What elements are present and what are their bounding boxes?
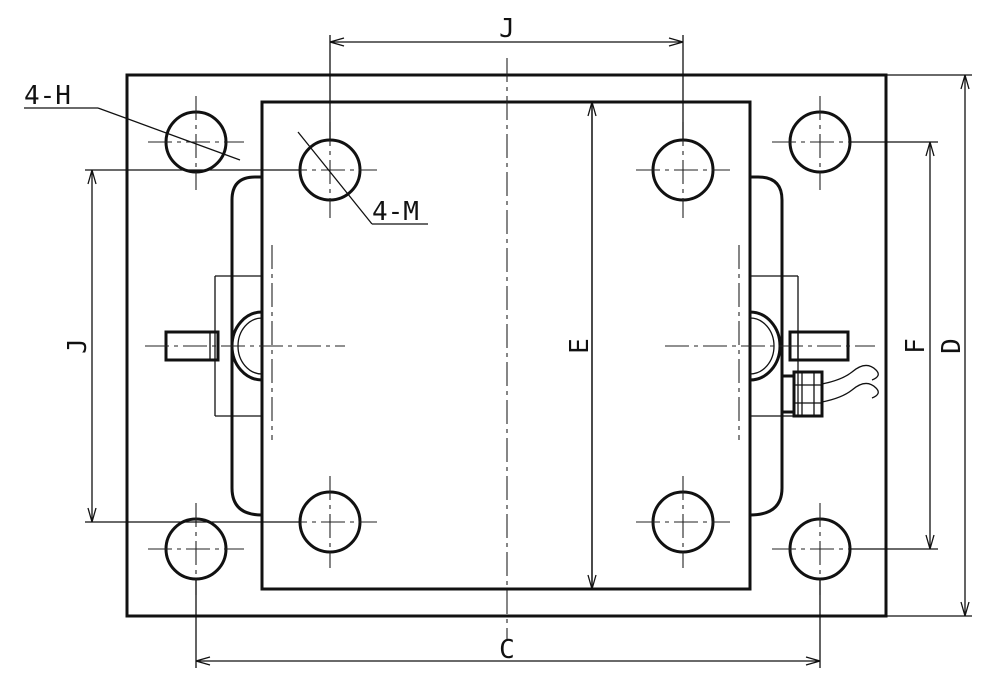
dimension-bottom-c: C bbox=[195, 580, 821, 668]
cable-gland bbox=[780, 364, 879, 418]
center-lines bbox=[145, 58, 875, 640]
dim-label-bottom-c: C bbox=[499, 635, 515, 665]
dim-label-e: E bbox=[565, 338, 595, 354]
dimension-top-j: J bbox=[329, 14, 684, 140]
dimension-f: F bbox=[850, 141, 938, 550]
dimension-d: D bbox=[886, 74, 972, 617]
dim-label-left-j: J bbox=[63, 338, 93, 354]
callout-label-4h: 4-H bbox=[24, 81, 71, 111]
dimension-left-j: J bbox=[63, 169, 300, 523]
dim-label-d: D bbox=[937, 338, 967, 354]
dim-label-f: F bbox=[901, 338, 931, 354]
dim-label-top-j: J bbox=[499, 14, 515, 44]
callout-base-holes: 4-H bbox=[24, 81, 241, 161]
dimension-e: E bbox=[565, 101, 598, 590]
callout-label-4m: 4-M bbox=[372, 197, 419, 227]
callout-top-holes: 4-M bbox=[297, 131, 428, 227]
